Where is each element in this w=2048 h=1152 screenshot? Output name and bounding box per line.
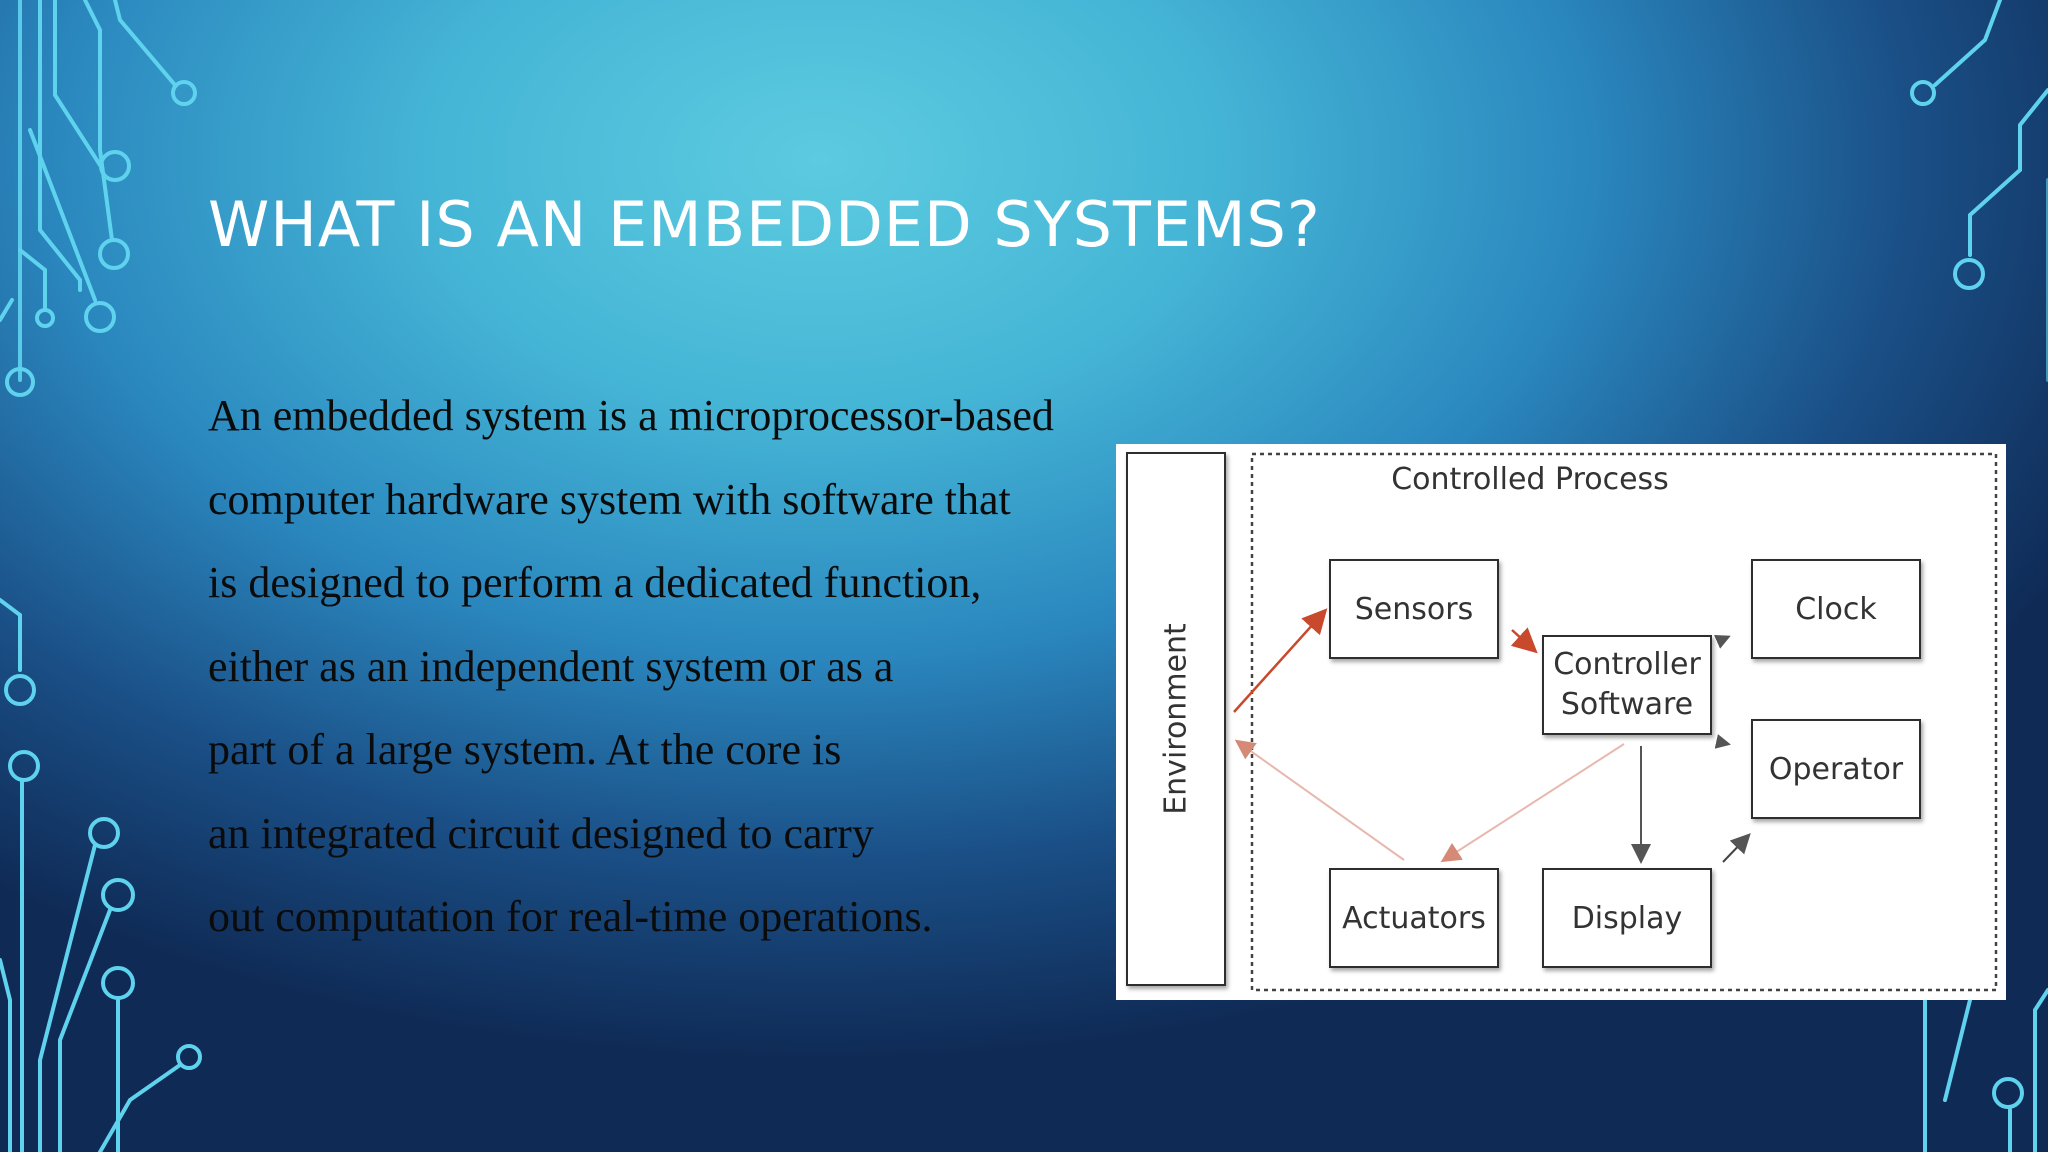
body-line: computer hardware system with software t… (208, 474, 1011, 524)
arrow-controller-to-actuators (1440, 743, 1625, 863)
operator-box: Operator (1751, 719, 1921, 819)
environment-label: Environment (1158, 623, 1194, 815)
clock-label: Clock (1795, 591, 1877, 627)
arrow-controller-to-clock (1713, 635, 1731, 649)
arrow-display-to-operator (1722, 833, 1751, 863)
body-line: out computation for real-time operations… (208, 892, 933, 941)
actuators-label: Actuators (1342, 900, 1486, 936)
controller-software-box: Controller Software (1542, 635, 1712, 735)
actuators-box: Actuators (1329, 868, 1499, 968)
arrow-environment-to-sensors (1233, 608, 1328, 713)
arrow-actuators-to-environment (1234, 739, 1405, 861)
diagram-connectors (1233, 452, 1998, 992)
display-box: Display (1542, 868, 1712, 968)
sensors-label: Sensors (1354, 591, 1474, 627)
clock-box: Clock (1751, 559, 1921, 659)
controller-label-line1: Controller (1553, 647, 1701, 682)
body-line: is designed to perform a dedicated funct… (208, 558, 982, 607)
embedded-system-diagram: Environment Controlled Process Sensors C… (1116, 444, 2006, 1000)
arrow-controller-to-operator (1714, 734, 1731, 749)
body-line: An embedded system is a microprocessor-b… (208, 391, 1054, 440)
sensors-box: Sensors (1329, 559, 1499, 659)
display-label: Display (1571, 900, 1683, 936)
arrow-sensors-to-controller (1510, 627, 1538, 654)
controlled-process-label: Controlled Process (1391, 462, 1669, 497)
environment-box (1126, 452, 1226, 986)
body-line: an integrated circuit designed to carry (208, 808, 874, 858)
slide-title: WHAT IS AN EMBEDDED SYSTEMS? (208, 188, 1321, 261)
slide-body-text: An embedded system is a microprocessor-b… (208, 386, 1148, 971)
operator-label: Operator (1768, 751, 1904, 787)
controller-label-line2: Software (1560, 687, 1694, 722)
body-line: either as an independent system or as a (208, 641, 894, 691)
body-line: part of a large system. At the core is (208, 725, 842, 774)
controlled-process-border (1250, 452, 1998, 992)
